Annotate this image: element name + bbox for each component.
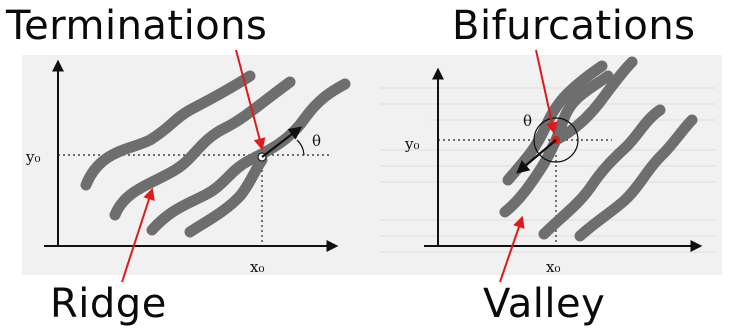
ridge-line <box>80 70 256 191</box>
ridge-label: Ridge <box>50 281 167 327</box>
ridge-line-terminating <box>184 154 268 238</box>
left-direction-arrow <box>261 126 303 158</box>
ridge-line <box>574 114 698 242</box>
left-angle-arc <box>296 139 305 156</box>
ridge-line-branch <box>550 70 614 146</box>
left-panel: y₀ x₀ θ <box>25 59 351 276</box>
left-ridges <box>80 70 351 238</box>
ridge-line <box>538 104 666 240</box>
ridge-line-trunk <box>499 134 562 218</box>
right-direction-arrow <box>515 139 557 174</box>
ridge-line <box>502 60 608 186</box>
ridge-line-branch <box>550 56 638 146</box>
right-panel: y₀ x₀ θ <box>404 56 703 276</box>
right-theta: θ <box>523 112 532 130</box>
valley-pointer <box>499 215 525 283</box>
right-y-tick: y₀ <box>404 135 420 153</box>
right-ridges <box>499 56 698 242</box>
right-x-tick: x₀ <box>546 258 560 276</box>
left-x-tick: x₀ <box>250 258 264 276</box>
termination-pointer <box>235 49 266 151</box>
bifurcation-pointer <box>535 49 558 135</box>
bifurcation-circle <box>533 117 579 163</box>
pointers <box>121 49 558 283</box>
ridge-line <box>146 78 351 236</box>
ridge-pointer <box>121 187 155 283</box>
ridge-line <box>109 76 296 221</box>
terminations-label: Terminations <box>6 3 268 49</box>
left-y-tick: y₀ <box>25 148 41 166</box>
left-theta: θ <box>312 132 321 150</box>
bifurcations-label: Bifurcations <box>452 3 696 49</box>
valley-label: Valley <box>483 281 606 327</box>
